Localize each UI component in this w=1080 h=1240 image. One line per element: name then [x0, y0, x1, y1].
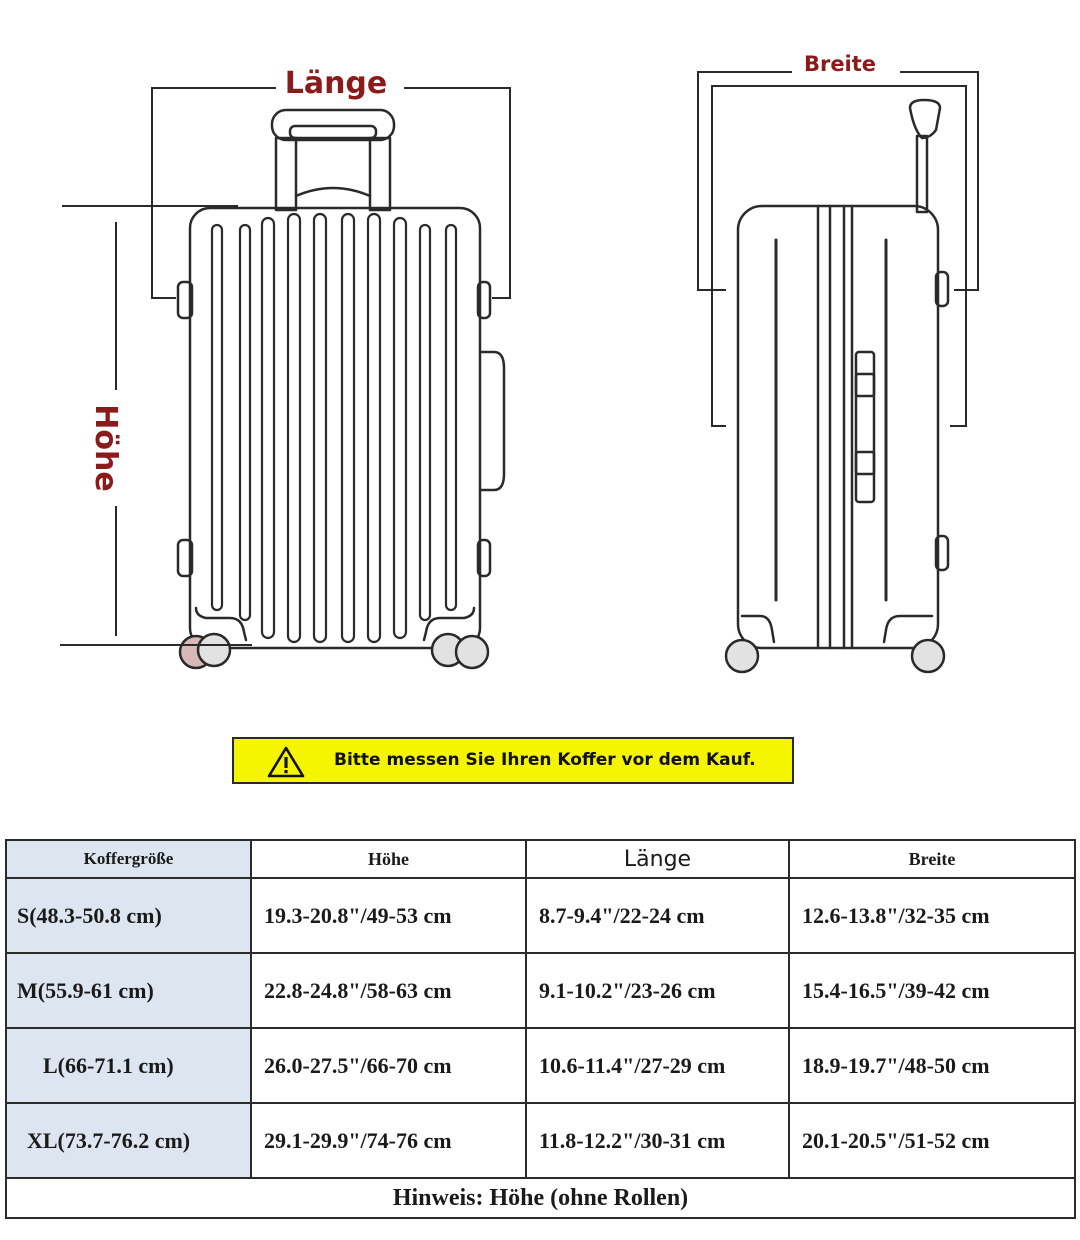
table-row: L(66-71.1 cm) 26.0-27.5"/66-70 cm 10.6-1…: [5, 1027, 1076, 1104]
warning-banner: Bitte messen Sie Ihren Koffer vor dem Ka…: [232, 737, 794, 784]
length-cell: 10.6-11.4"/27-29 cm: [525, 1027, 790, 1104]
size-cell: M(55.9-61 cm): [5, 952, 252, 1029]
front-suitcase-body: [188, 206, 482, 650]
height-cell: 26.0-27.5"/66-70 cm: [250, 1027, 527, 1104]
size-cell: S(48.3-50.8 cm): [5, 877, 252, 954]
length-cell: 11.8-12.2"/30-31 cm: [525, 1102, 790, 1179]
width-cell: 20.1-20.5"/51-52 cm: [788, 1102, 1076, 1179]
side-wheels: [724, 638, 946, 674]
width-label: Breite: [804, 52, 876, 76]
header-height: Höhe: [250, 839, 527, 879]
warning-text: Bitte messen Sie Ihren Koffer vor dem Ka…: [334, 750, 756, 770]
height-label: Höhe: [88, 404, 123, 491]
width-dimension-line-outer: [697, 71, 979, 291]
length-cell: 9.1-10.2"/23-26 cm: [525, 952, 790, 1029]
front-wheels: [178, 632, 490, 670]
front-suitcase-ribs: [210, 212, 458, 644]
header-length: Länge: [525, 839, 790, 879]
side-suitcase: [724, 98, 950, 674]
side-suitcase-body: [736, 204, 940, 650]
table-row: M(55.9-61 cm) 22.8-24.8"/58-63 cm 9.1-10…: [5, 952, 1076, 1029]
height-cell: 29.1-29.9"/74-76 cm: [250, 1102, 527, 1179]
length-dimension-line: [151, 87, 511, 299]
warning-triangle-icon: [267, 746, 305, 778]
size-cell: XL(73.7-76.2 cm): [5, 1102, 252, 1179]
height-dimension-line: [60, 205, 252, 646]
header-size: Koffergröße: [5, 839, 252, 879]
table-row: S(48.3-50.8 cm) 19.3-20.8"/49-53 cm 8.7-…: [5, 877, 1076, 954]
header-width: Breite: [788, 839, 1076, 879]
width-cell: 15.4-16.5"/39-42 cm: [788, 952, 1076, 1029]
size-table: Koffergröße Höhe Länge Breite S(48.3-50.…: [5, 839, 1076, 1219]
height-cell: 22.8-24.8"/58-63 cm: [250, 952, 527, 1029]
table-row: XL(73.7-76.2 cm) 29.1-29.9"/74-76 cm 11.…: [5, 1102, 1076, 1179]
front-trolley-handle: [270, 108, 396, 212]
height-cell: 19.3-20.8"/49-53 cm: [250, 877, 527, 954]
length-cell: 8.7-9.4"/22-24 cm: [525, 877, 790, 954]
table-header-row: Koffergröße Höhe Länge Breite: [5, 839, 1076, 879]
table-footer-row: Hinweis: Höhe (ohne Rollen): [5, 1177, 1076, 1219]
width-dimension-line-inner: [711, 85, 967, 427]
luggage-diagram: Länge Breite Höhe: [60, 52, 979, 674]
length-label: Länge: [285, 66, 388, 101]
width-cell: 18.9-19.7"/48-50 cm: [788, 1027, 1076, 1104]
size-cell: L(66-71.1 cm): [5, 1027, 252, 1104]
table-footer-note: Hinweis: Höhe (ohne Rollen): [5, 1177, 1076, 1219]
width-cell: 12.6-13.8"/32-35 cm: [788, 877, 1076, 954]
front-suitcase: [176, 108, 506, 670]
